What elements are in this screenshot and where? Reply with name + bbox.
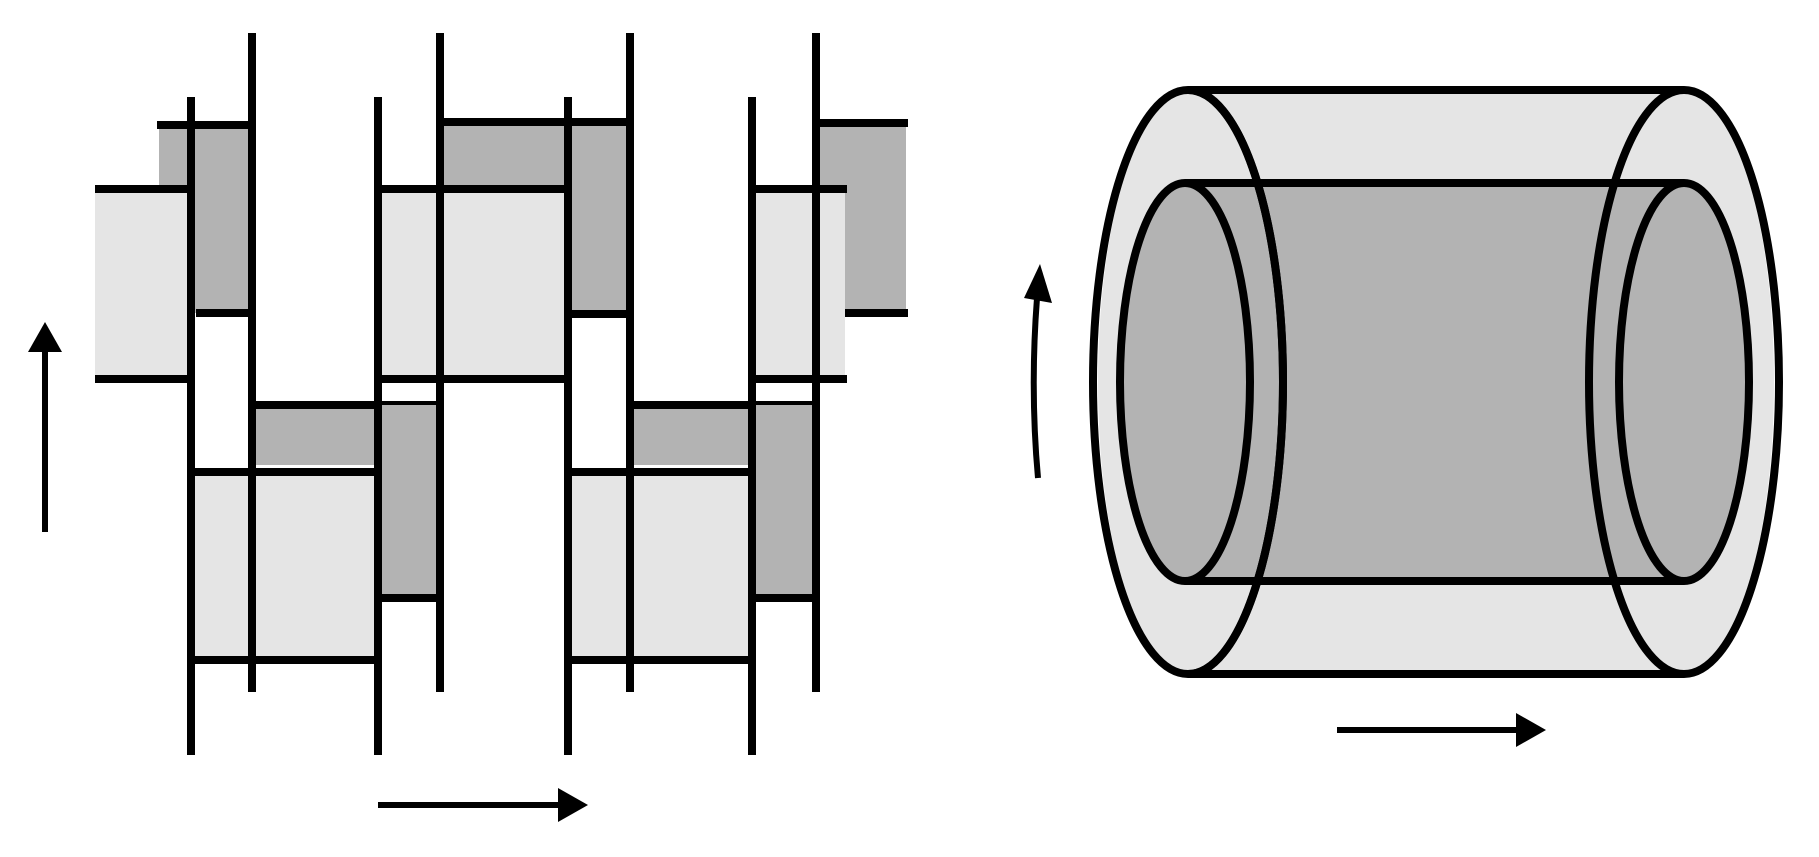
front-cell [570,472,752,658]
front-cell [193,472,378,658]
inner-left-ellipse [1116,179,1254,585]
up-arrow [28,322,62,532]
back-cell [378,405,440,598]
outer-left-back-arc [1187,86,1287,678]
cylindrical-tube-diagram [1024,86,1783,747]
outer-right-back-arc [1585,86,1685,678]
front-cell [378,189,568,379]
outer-right-front-arc [1683,86,1783,678]
front-cell [95,189,189,379]
back-cell [756,405,816,598]
front-cell [754,189,845,379]
curved-up-arrow [1024,264,1052,479]
planar-lattice-diagram [28,33,908,822]
right-arrow [378,788,588,822]
right-arrow [1337,713,1546,747]
vertical-rods [187,33,820,755]
inner-right-ellipse [1615,179,1753,585]
front-layer-cells [95,185,847,664]
